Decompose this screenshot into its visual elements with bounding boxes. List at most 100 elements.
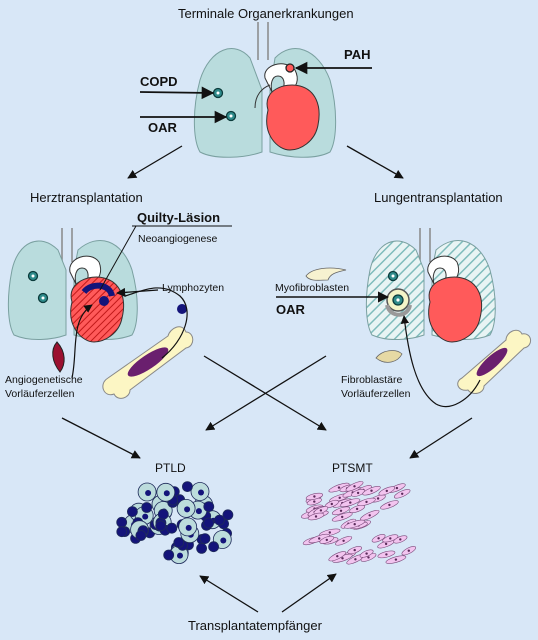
label-quilty: Quilty-Läsion xyxy=(137,210,221,225)
ptld-nucleus xyxy=(142,513,149,520)
ptsmt-nucleus xyxy=(376,497,380,500)
ptsmt-nucleus xyxy=(349,501,352,504)
ptld-lymphocyte xyxy=(196,543,208,554)
ptld-cell-cluster xyxy=(116,481,234,564)
ptsmt-cell-cluster xyxy=(301,481,417,565)
ptld-lymphocyte xyxy=(203,501,215,513)
ptsmt-nucleus xyxy=(342,539,345,542)
ptld-lymphocyte xyxy=(199,533,211,544)
label-lymphozyten: Lymphozyten xyxy=(162,282,225,294)
ptld-lymphocyte xyxy=(181,481,193,493)
ptsmt-nucleus xyxy=(384,542,388,546)
ptsmt-nucleus xyxy=(318,537,321,540)
quilty-lesion xyxy=(81,282,115,297)
ptld-nucleus xyxy=(177,552,183,559)
ptld-nucleus xyxy=(145,490,152,496)
myofibroblast-cell xyxy=(305,267,347,281)
top-trachea xyxy=(257,22,269,60)
ptsmt-nucleus xyxy=(399,538,402,541)
ptsmt-nucleus xyxy=(385,489,388,493)
ptld-lymphocyte xyxy=(135,530,147,541)
label-pah: PAH xyxy=(344,47,371,62)
ptsmt-nucleus xyxy=(314,515,318,518)
lymphocyte-cell xyxy=(177,304,187,314)
ptsmt-nucleus xyxy=(353,548,356,552)
ptsmt-nucleus xyxy=(339,509,343,512)
ptld-nucleus xyxy=(184,506,191,513)
arrow-bone-to-heart xyxy=(124,287,188,359)
ptld-lymphocyte xyxy=(163,549,175,561)
top-vessel xyxy=(254,84,271,109)
left-thorax xyxy=(7,228,138,343)
label-angiogenetic-1: Angiogenetische xyxy=(5,374,83,386)
ptsmt-nucleus xyxy=(313,495,316,498)
ptld-lymphocyte xyxy=(208,541,220,553)
heading-lung-tx: Lungentransplantation xyxy=(374,190,503,205)
ptsmt-nucleus xyxy=(394,558,398,561)
label-fibroblast-1: Fibroblastäre xyxy=(341,374,403,386)
ptsmt-nucleus xyxy=(338,496,341,499)
ptsmt-nucleus xyxy=(336,555,339,558)
ptsmt-nucleus xyxy=(368,514,371,517)
ptld-lymphocyte xyxy=(157,508,169,520)
ptsmt-nucleus xyxy=(337,486,341,489)
ptsmt-nucleus xyxy=(356,491,360,495)
label-recipient: Transplantatempfänger xyxy=(188,618,322,633)
ptsmt-nucleus xyxy=(355,507,359,511)
ptsmt-nucleus xyxy=(367,556,370,559)
top-left-lung xyxy=(193,48,263,158)
ptld-nucleus xyxy=(220,537,227,544)
ptsmt-nucleus xyxy=(385,553,388,556)
label-neoangiogenese: Neoangiogenese xyxy=(138,233,218,245)
left-left-lung xyxy=(7,240,67,340)
heading-heart-tx: Herztransplantation xyxy=(30,190,143,205)
ptsmt-nucleus xyxy=(395,486,399,490)
arrow-recipient-to-ptsmt xyxy=(281,573,337,613)
top-heart xyxy=(266,84,320,151)
label-myofibroblasten: Myofibroblasten xyxy=(275,282,350,294)
ptld-lymphocyte xyxy=(116,516,128,528)
endothelial-progenitor xyxy=(52,341,65,373)
top-thorax xyxy=(193,22,337,158)
label-ptld: PTLD xyxy=(155,461,186,475)
ptld-lymphocyte xyxy=(141,502,153,513)
arrow-endothelial xyxy=(71,304,93,379)
arrow-to-heart-tx xyxy=(127,145,183,179)
arrow-bone-to-lung xyxy=(400,315,481,408)
ptsmt-nucleus xyxy=(377,537,380,540)
ptld-lymphocyte xyxy=(155,520,167,532)
arrow-cross-right xyxy=(205,355,327,431)
label-ptsmt: PTSMT xyxy=(332,461,373,475)
arrow-recipient-to-ptld xyxy=(199,575,259,613)
fibroblast-progenitor xyxy=(375,350,403,363)
ptld-nucleus xyxy=(185,524,192,531)
arrow-copd xyxy=(139,86,215,100)
ptld-nucleus xyxy=(195,508,202,515)
ptsmt-nucleus xyxy=(341,557,344,560)
ptsmt-nucleus xyxy=(328,531,331,534)
ptld-nucleus xyxy=(198,489,204,496)
ptsmt-nucleus xyxy=(353,523,356,526)
right-thorax xyxy=(365,228,496,343)
ptsmt-nucleus xyxy=(388,503,391,507)
ptsmt-nucleus xyxy=(319,509,323,512)
arrow-to-lung-tx xyxy=(346,145,404,179)
label-angiogenetic-2: Vorläuferzellen xyxy=(5,388,75,400)
ptsmt-nucleus xyxy=(370,489,373,492)
label-fibroblast-2: Vorläuferzellen xyxy=(341,388,411,400)
ptsmt-nucleus xyxy=(341,515,344,519)
ptsmt-nucleus xyxy=(325,538,328,542)
right-bone xyxy=(457,329,531,394)
label-copd: COPD xyxy=(140,74,178,89)
ptsmt-nucleus xyxy=(330,502,333,506)
ptld-lymphocyte xyxy=(116,526,128,538)
ptsmt-nucleus xyxy=(365,500,368,504)
ptsmt-nucleus xyxy=(389,537,392,540)
left-bone xyxy=(102,326,194,399)
ptsmt-nucleus xyxy=(354,558,357,561)
arrow-right-to-ptsmt xyxy=(409,417,473,459)
label-oar-right: OAR xyxy=(276,302,305,317)
ptsmt-nucleus xyxy=(401,492,404,495)
